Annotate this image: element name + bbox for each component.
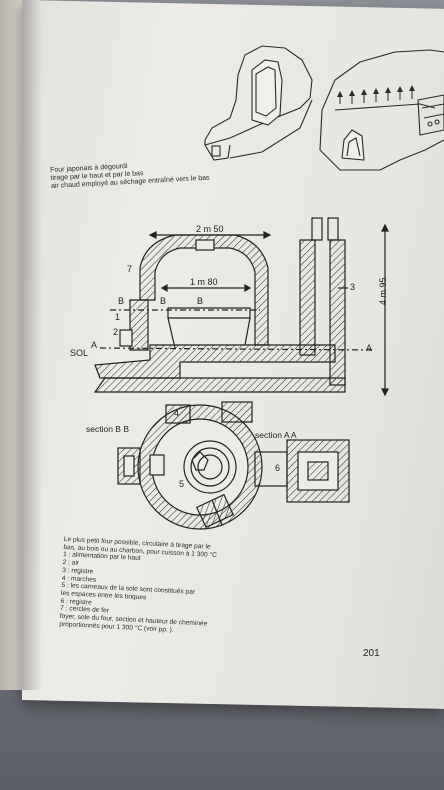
height-dimension-label: 4 m 95 <box>378 277 388 305</box>
inner-dimension-label: 1 m 80 <box>190 277 218 287</box>
marker-7: 7 <box>127 264 133 274</box>
marker-2: 2 <box>113 327 119 337</box>
kiln-elevation-section <box>93 217 389 397</box>
kiln-plan-section <box>117 401 350 530</box>
section-b-mid-label: B <box>160 296 167 306</box>
section-a-left-label: A <box>91 340 98 350</box>
marker-6: 6 <box>275 463 281 473</box>
section-aa-label: section A A <box>255 430 297 440</box>
japanese-kiln-sketch <box>204 45 313 161</box>
page-gutter-shadow <box>22 0 42 690</box>
japanese-kiln-section <box>319 49 444 171</box>
page-number: 201 <box>363 648 380 659</box>
marker-1: 1 <box>115 312 121 322</box>
section-b-left-label: B <box>118 296 125 306</box>
ground-label: SOL <box>70 348 89 358</box>
section-bb-label: section B B <box>86 424 129 434</box>
section-b-right-label: B <box>197 296 204 306</box>
width-dimension-label: 2 m 50 <box>196 224 224 234</box>
section-a-right-label: A <box>366 343 373 353</box>
marker-3: 3 <box>350 282 356 292</box>
marker-5: 5 <box>179 479 185 489</box>
caption-bottom: Le plus petit four possible, circulaire … <box>59 536 217 636</box>
marker-4: 4 <box>174 408 180 418</box>
